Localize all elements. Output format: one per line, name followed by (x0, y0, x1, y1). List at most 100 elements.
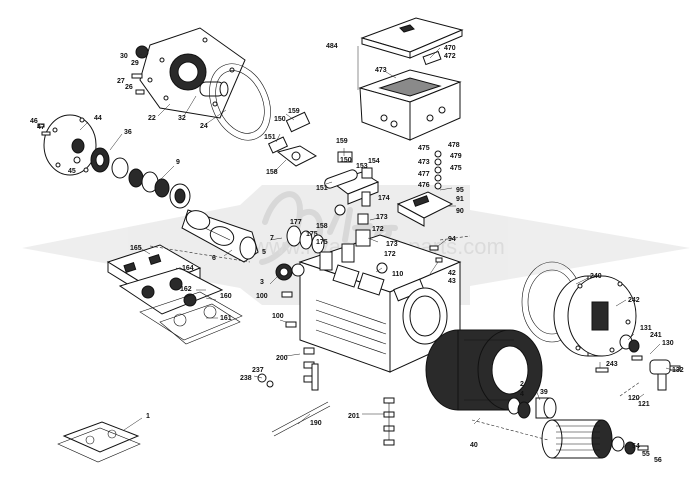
service-valve-upper (267, 111, 318, 167)
part-label-30: 30 (120, 53, 128, 60)
part-label-162: 162 (180, 286, 192, 293)
part-label-154: 154 (368, 158, 380, 165)
part-label-159a: 159 (288, 108, 300, 115)
part-label-43: 43 (448, 278, 456, 285)
part-label-173a: 173 (376, 214, 388, 221)
part-label-190: 190 (310, 420, 322, 427)
part-label-47: 47 (37, 124, 45, 131)
shaft-seal-parts (90, 147, 191, 209)
part-label-56: 56 (654, 457, 662, 464)
motor-stator (425, 329, 543, 411)
part-label-44: 44 (94, 115, 102, 122)
part-label-201: 201 (348, 413, 360, 420)
part-label-175b: 175 (316, 239, 328, 246)
part-label-476: 476 (418, 182, 430, 189)
oil-pump-parts (396, 191, 454, 263)
part-label-9: 9 (176, 159, 180, 166)
part-label-172b: 172 (384, 251, 396, 258)
piston-conrod (275, 225, 325, 328)
part-label-110: 110 (392, 271, 403, 278)
discharge-fittings-right (595, 334, 681, 391)
end-plate (37, 114, 97, 176)
terminal-box-cover (360, 17, 464, 66)
part-label-158b: 158 (316, 223, 328, 230)
part-label-26: 26 (125, 84, 133, 91)
gasket-set (57, 421, 141, 463)
service-valve-lower (324, 151, 358, 216)
motor-rotor (541, 419, 649, 459)
part-label-7: 7 (270, 235, 274, 242)
suction-flange-cover (139, 27, 246, 119)
part-label-238: 238 (240, 375, 252, 382)
part-label-477: 477 (418, 171, 430, 178)
part-label-241: 241 (650, 332, 662, 339)
part-label-131: 131 (640, 325, 652, 332)
part-label-90: 90 (456, 208, 464, 215)
part-label-165: 165 (130, 245, 142, 252)
part-label-22: 22 (148, 115, 156, 122)
part-label-2: 2 (520, 381, 524, 388)
part-label-174: 174 (378, 195, 390, 202)
part-label-151b: 151 (316, 185, 328, 192)
part-label-151a: 151 (264, 134, 276, 141)
part-label-120: 120 (628, 395, 640, 402)
part-label-473: 473 (375, 67, 387, 74)
part-label-100b: 100 (272, 313, 284, 320)
part-label-6: 6 (212, 255, 216, 262)
part-label-45: 45 (68, 168, 76, 175)
valve-plate-gasket-left (139, 291, 243, 345)
part-label-39: 39 (540, 389, 548, 396)
part-label-473b: 473 (418, 159, 430, 166)
part-label-91: 91 (456, 196, 464, 203)
part-label-24: 24 (200, 123, 208, 130)
part-label-173b: 173 (386, 241, 398, 248)
part-label-95: 95 (456, 187, 464, 194)
part-label-159b: 159 (336, 138, 348, 145)
part-label-32: 32 (178, 115, 186, 122)
part-label-130: 130 (662, 340, 674, 347)
part-label-150a: 150 (274, 116, 286, 123)
part-label-200: 200 (276, 355, 288, 362)
assembly-guides (149, 235, 641, 441)
part-label-475b: 475 (450, 165, 462, 172)
part-label-237: 237 (252, 367, 264, 374)
part-label-42: 42 (448, 270, 456, 277)
part-label-132: 132 (672, 367, 684, 374)
part-label-1: 1 (146, 413, 150, 420)
part-label-164: 164 (182, 265, 194, 272)
part-label-150b: 150 (340, 157, 352, 164)
part-label-243: 243 (606, 361, 618, 368)
part-label-475a: 475 (418, 145, 430, 152)
part-label-100a: 100 (256, 293, 268, 300)
part-label-3: 3 (260, 279, 264, 286)
part-label-160: 160 (220, 293, 232, 300)
part-label-240: 240 (590, 273, 602, 280)
valve-block-top (330, 167, 380, 247)
terminal-studs (434, 150, 442, 190)
part-label-55: 55 (642, 451, 650, 458)
part-label-484: 484 (326, 43, 338, 50)
part-label-479: 479 (450, 153, 462, 160)
part-label-175a: 175 (306, 231, 318, 238)
part-label-472: 472 (444, 53, 456, 60)
part-label-94: 94 (448, 236, 456, 243)
part-label-172a: 172 (372, 226, 384, 233)
part-label-121: 121 (638, 401, 650, 408)
leader-lines (79, 47, 673, 449)
valve-plate-left (118, 267, 224, 315)
part-label-46: 46 (30, 118, 38, 125)
part-label-161: 161 (220, 315, 232, 322)
part-label-29: 29 (131, 60, 139, 67)
flange-gasket (209, 63, 271, 141)
part-label-40: 40 (470, 442, 478, 449)
part-label-27: 27 (117, 78, 125, 85)
part-label-5: 5 (262, 249, 266, 256)
small-fittings-top (131, 45, 149, 95)
part-label-177: 177 (290, 219, 302, 226)
motor-end-cover (521, 261, 637, 357)
part-label-470: 470 (444, 45, 456, 52)
part-label-4: 4 (520, 391, 524, 398)
